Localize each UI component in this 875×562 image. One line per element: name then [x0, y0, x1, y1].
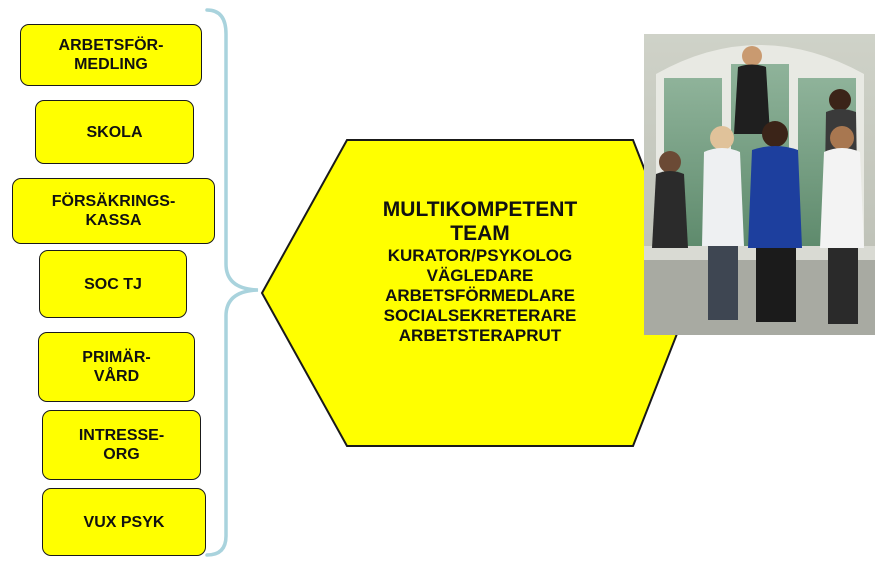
partner-box-primarvard: PRIMÄR- VÅRD: [38, 332, 195, 402]
partner-label-line: FÖRSÄKRINGS-: [51, 193, 176, 210]
partner-label-line: PRIMÄR-: [82, 349, 151, 366]
team-role: ARBETSFÖRMEDLARE: [385, 286, 575, 305]
partner-label-line: ARBETSFÖR-: [58, 37, 164, 54]
team-title: MULTIKOMPETENT: [382, 198, 578, 221]
partner-box-vux-psyk: VUX PSYK: [42, 488, 206, 556]
partner-label-line: VÅRD: [93, 368, 140, 385]
partner-label-line: INTRESSE-: [78, 427, 165, 444]
partner-box-forsakringskassa: FÖRSÄKRINGS- KASSA: [12, 178, 215, 244]
team-role: VÄGLEDARE: [426, 266, 534, 285]
partner-label-line: VUX PSYK: [83, 513, 165, 531]
partner-label-line: MEDLING: [74, 56, 148, 73]
team-title-2: TEAM: [450, 222, 510, 245]
partner-label-line: SKOLA: [86, 123, 143, 141]
team-role: ARBETSTERAPRUT: [398, 326, 562, 345]
brace-path: [205, 8, 259, 557]
partner-box-arbetsformedling: ARBETSFÖR- MEDLING: [20, 24, 202, 86]
team-text-block: MULTIKOMPETENT TEAM KURATOR/PSYKOLOG VÄG…: [300, 198, 660, 346]
partner-label-line: SOC TJ: [84, 275, 142, 293]
partner-box-soc-tj: SOC TJ: [39, 250, 187, 318]
partner-label-line: ORG: [103, 446, 140, 463]
team-role: SOCIALSEKRETERARE: [383, 306, 577, 325]
partner-box-skola: SKOLA: [35, 100, 194, 164]
partner-label-line: KASSA: [85, 212, 142, 229]
partner-box-intresseorg: INTRESSE- ORG: [42, 410, 201, 480]
team-role: KURATOR/PSYKOLOG: [387, 246, 573, 265]
team-photo: [644, 34, 875, 335]
